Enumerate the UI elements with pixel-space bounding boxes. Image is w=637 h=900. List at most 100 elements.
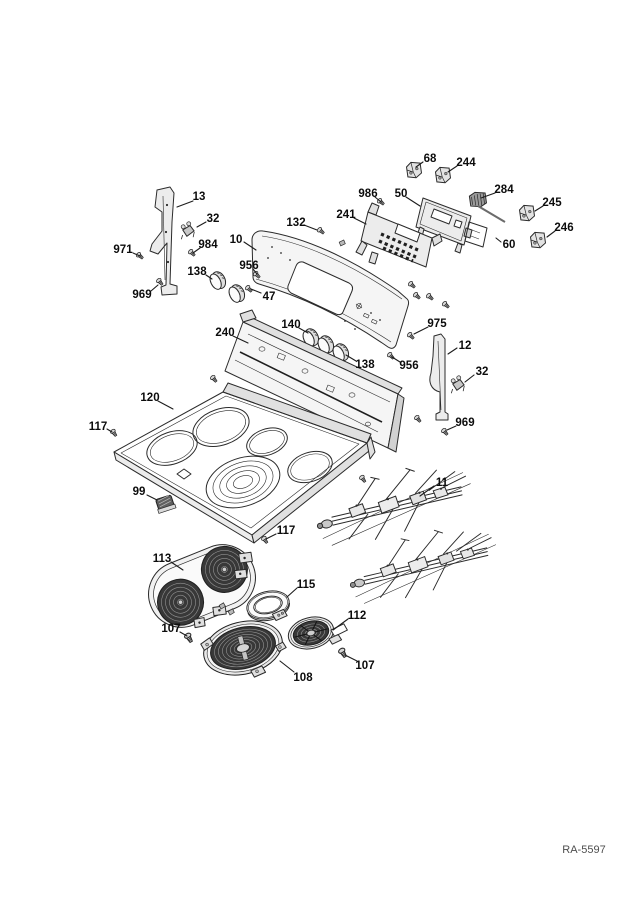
screw xyxy=(209,374,219,384)
leader-line-115 xyxy=(286,587,298,598)
screw-975 xyxy=(406,331,416,341)
knob-47 xyxy=(225,281,248,306)
screw-956-mid xyxy=(386,351,396,361)
screw-132 xyxy=(316,226,326,236)
side-trim-right-12 xyxy=(429,333,449,421)
switch-244 xyxy=(434,165,452,185)
part-callout-971: 971 xyxy=(113,244,133,256)
burner-ring-right xyxy=(287,450,333,484)
screw-107-left xyxy=(183,631,195,645)
part-callout-969: 969 xyxy=(455,417,474,429)
display-window xyxy=(287,261,354,316)
leader-line-68 xyxy=(415,161,424,168)
leader-line-117 xyxy=(106,428,113,433)
leader-line-50 xyxy=(405,196,421,207)
screw-107-right xyxy=(337,646,349,660)
leader-line-969 xyxy=(150,284,159,292)
part-callout-108: 108 xyxy=(293,672,313,684)
leader-line-969 xyxy=(446,425,457,431)
part-callout-132: 132 xyxy=(286,217,305,229)
screw xyxy=(413,414,423,424)
leader-line-107 xyxy=(344,654,358,662)
part-callout-10: 10 xyxy=(230,234,243,246)
leader-line-12 xyxy=(447,347,458,355)
leader-line-10 xyxy=(243,241,257,251)
leader-line-284 xyxy=(480,192,496,199)
screw-969-left xyxy=(155,277,165,287)
part-callout-956: 956 xyxy=(399,360,418,372)
part-callout-120: 120 xyxy=(140,392,159,404)
part-callout-140: 140 xyxy=(281,319,300,331)
part-callout-117: 117 xyxy=(277,525,296,537)
leader-line-112 xyxy=(332,618,349,631)
switch-284 xyxy=(468,191,488,208)
leader-line-984 xyxy=(192,247,201,254)
leader-line-138 xyxy=(205,274,213,280)
screw xyxy=(441,300,451,310)
leader-line-956 xyxy=(391,356,401,363)
wiring-harness-11b xyxy=(343,521,502,606)
part-callout-986: 986 xyxy=(358,188,377,200)
part-callout-112: 112 xyxy=(348,610,367,622)
part-callout-975: 975 xyxy=(427,318,447,330)
limiter-ring-115 xyxy=(246,590,291,622)
switch-shaft-rod xyxy=(477,205,506,223)
burner-ring-left-rear xyxy=(146,430,198,466)
leader-line-113 xyxy=(170,561,184,571)
part-callout-32: 32 xyxy=(476,366,489,378)
leader-line-120 xyxy=(157,400,174,410)
leader-line-60 xyxy=(495,237,502,243)
hinge-32-right xyxy=(448,374,466,394)
part-callout-115: 115 xyxy=(297,579,316,591)
leader-line-971 xyxy=(132,252,141,257)
screw xyxy=(407,280,417,290)
switch-246 xyxy=(529,230,547,250)
figure-code: RA-5597 xyxy=(562,844,605,856)
leader-line-99 xyxy=(146,494,158,501)
part-callout-13: 13 xyxy=(193,191,206,203)
part-callout-245: 245 xyxy=(542,197,562,209)
leader-line-244 xyxy=(447,165,458,173)
leader-line-108 xyxy=(279,660,295,673)
leader-line-240 xyxy=(232,335,249,344)
control-panel-10 xyxy=(251,230,410,349)
leader-line-13 xyxy=(176,200,194,208)
part-callout-107: 107 xyxy=(355,660,374,672)
board-bracket-241 xyxy=(355,202,443,268)
leader-line-986 xyxy=(374,196,382,203)
leader-line-32 xyxy=(464,374,475,383)
part-callout-241: 241 xyxy=(336,209,356,221)
leader-line-241 xyxy=(353,217,367,225)
part-callout-956: 956 xyxy=(239,260,258,272)
part-callout-68: 68 xyxy=(424,153,437,165)
cooktop-glass-120 xyxy=(113,382,376,544)
control-board-50 xyxy=(415,197,473,254)
screw xyxy=(358,474,368,484)
cooktop-cutout xyxy=(176,468,192,480)
leader-line-11 xyxy=(419,485,435,497)
screw xyxy=(412,291,422,301)
part-callout-117: 117 xyxy=(89,421,108,433)
part-callout-138: 138 xyxy=(355,359,375,371)
part-callout-246: 246 xyxy=(554,222,573,234)
part-callout-240: 240 xyxy=(215,327,234,339)
switch-245 xyxy=(518,203,536,223)
side-trim-left-13 xyxy=(149,186,178,296)
part-callout-107: 107 xyxy=(161,623,180,635)
part-callout-47: 47 xyxy=(263,291,276,303)
part-callout-984: 984 xyxy=(198,239,218,251)
screw-969-right xyxy=(440,427,450,437)
part-callout-60: 60 xyxy=(503,239,516,251)
part-callout-969: 969 xyxy=(132,289,151,301)
part-callout-12: 12 xyxy=(459,340,472,352)
hinge-32-left xyxy=(178,220,196,240)
part-callout-50: 50 xyxy=(395,188,408,200)
leader-line-138 xyxy=(345,354,357,362)
burner-ring-right-rear xyxy=(246,427,288,457)
leader-line-32 xyxy=(196,221,207,228)
leader-line-132 xyxy=(303,224,318,231)
part-callout-244: 244 xyxy=(456,157,476,169)
part-callout-113: 113 xyxy=(153,553,172,565)
burner-ring-dual-front xyxy=(205,455,281,509)
